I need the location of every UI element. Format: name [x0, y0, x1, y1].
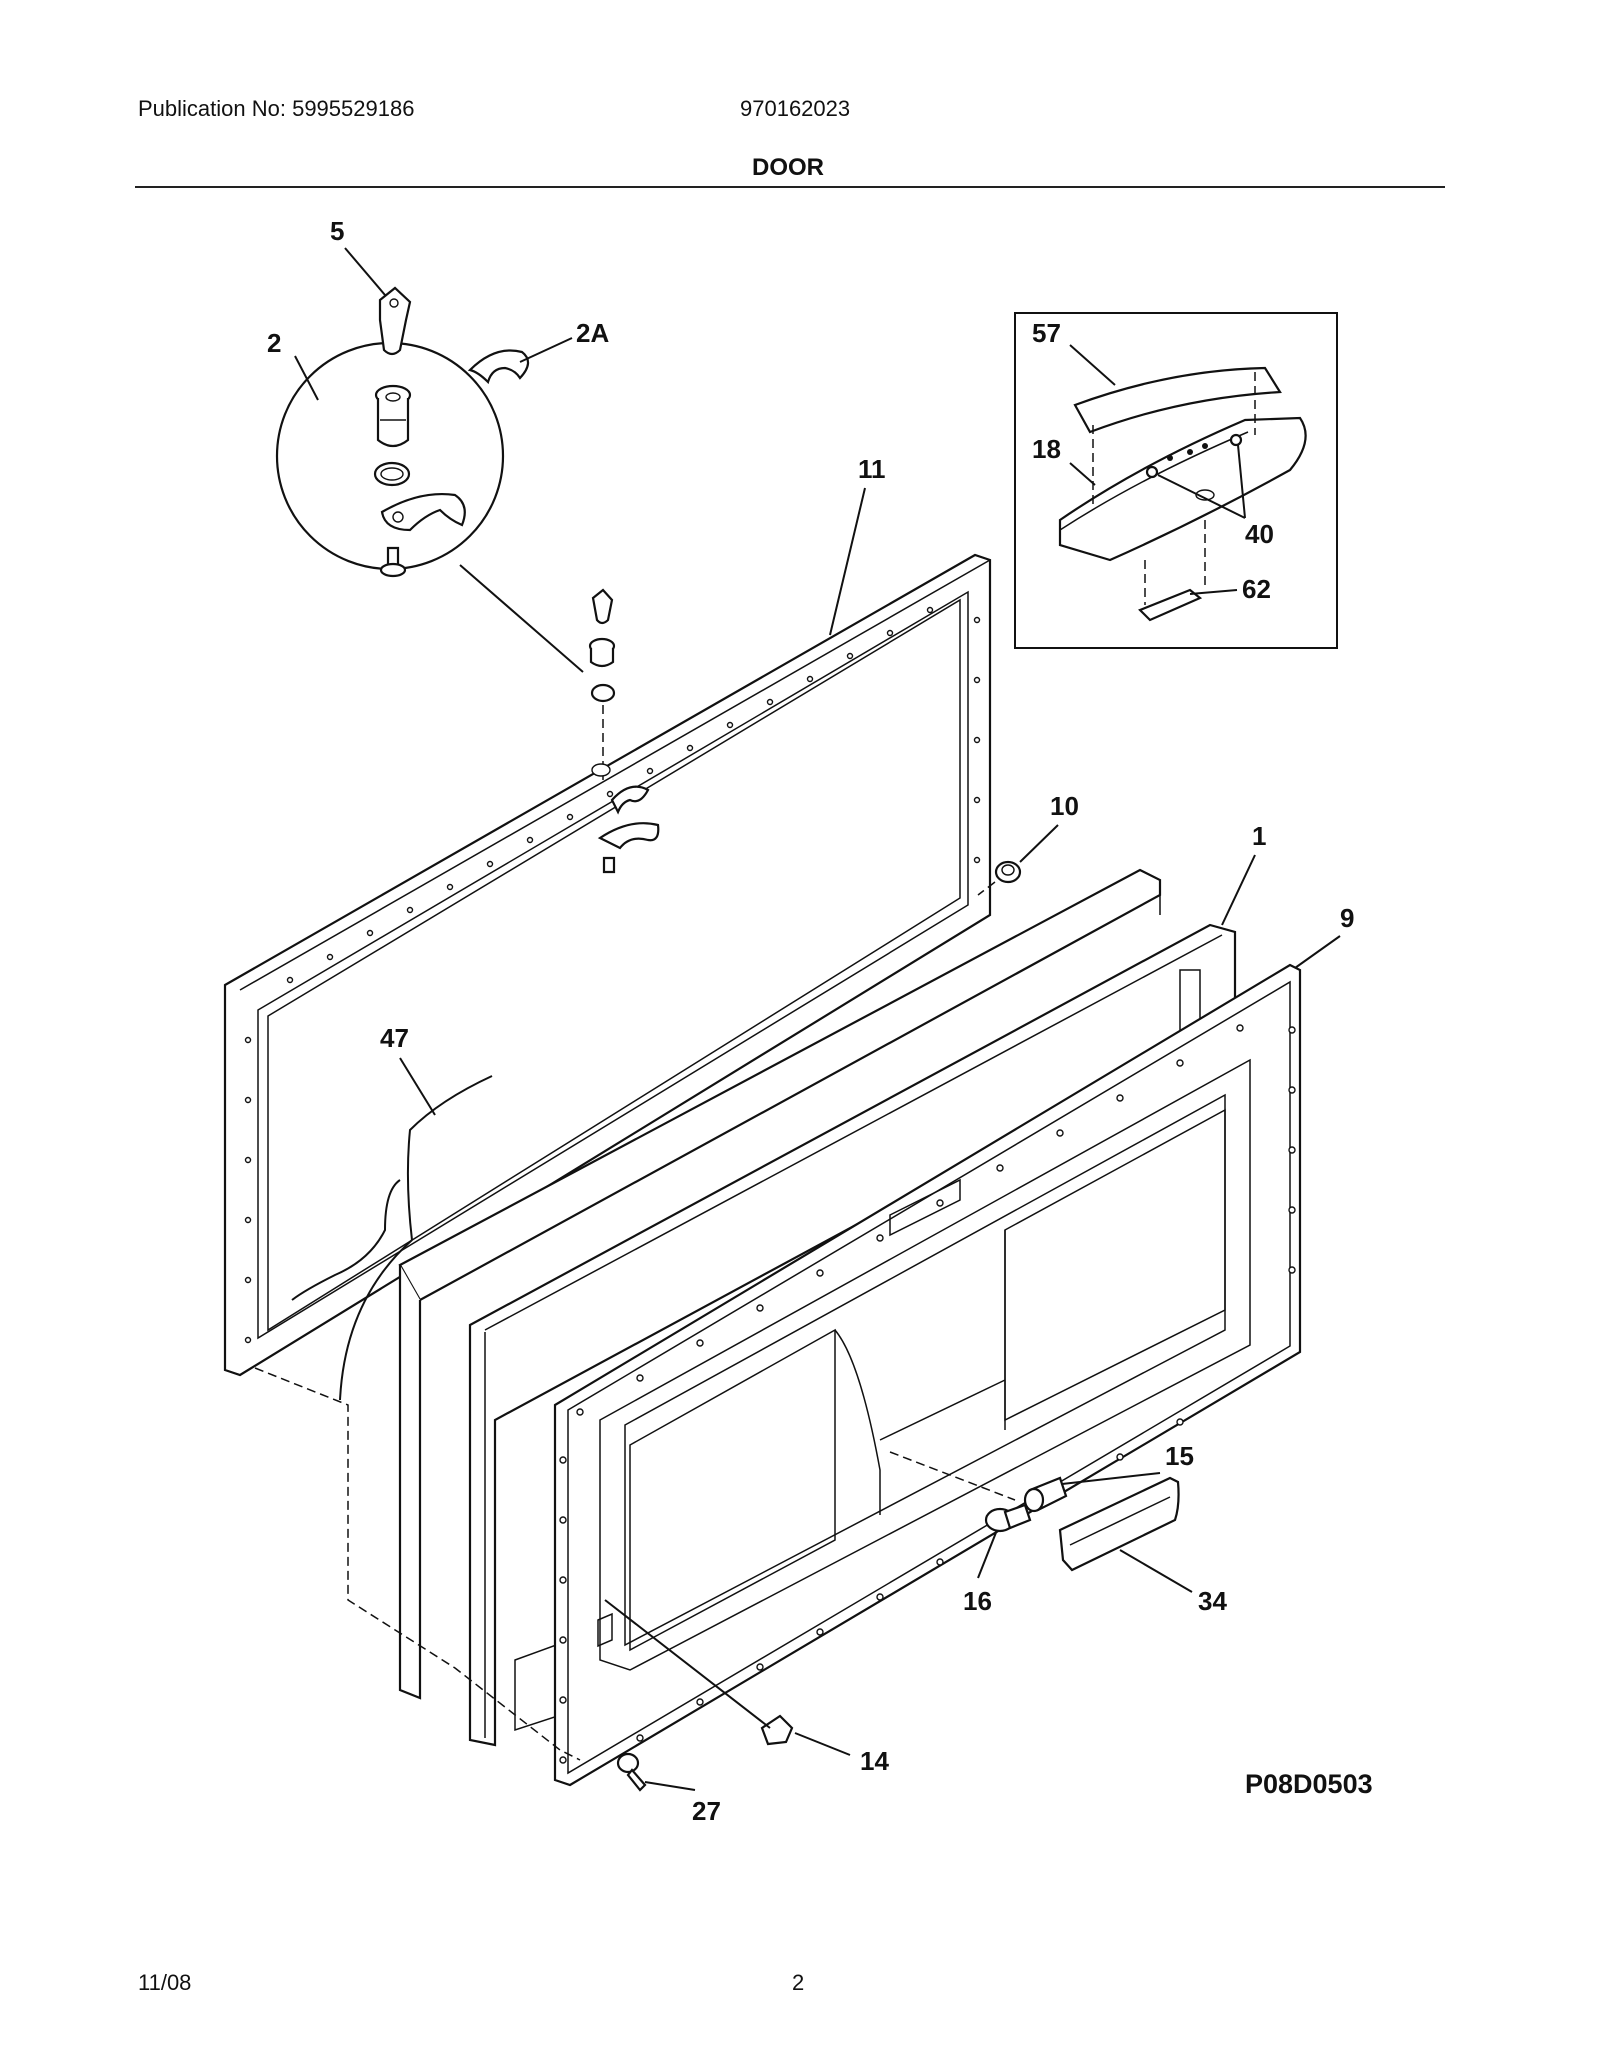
leader-1: [1221, 854, 1256, 926]
callout-14: 14: [860, 1746, 889, 1776]
leader-14: [794, 1732, 851, 1756]
leader-16: [977, 1529, 998, 1579]
leader-10: [1019, 824, 1059, 863]
assembly-line-left: [254, 1367, 581, 1761]
leader-5: [344, 247, 386, 296]
callout-11: 11: [858, 454, 886, 484]
outer-door-panel-part: [223, 553, 992, 1377]
callout-27: 27: [692, 1796, 721, 1826]
light-switch-part: [760, 1714, 794, 1746]
leader-47: [399, 1057, 436, 1116]
leader-switch: [604, 1599, 771, 1729]
leader-18: [1069, 462, 1096, 486]
callout-47: 47: [380, 1023, 409, 1053]
callout-2a: 2A: [576, 318, 609, 348]
leader-40b: [1237, 444, 1246, 519]
light-socket-part: [1023, 1476, 1068, 1513]
lock-detail-circle: [275, 341, 505, 571]
figure-code: P08D0503: [1245, 1769, 1373, 1799]
leader-15: [1061, 1472, 1161, 1485]
liner-screw-part: [616, 1752, 647, 1792]
leader-34: [1119, 1549, 1193, 1593]
callout-2: 2: [267, 328, 281, 358]
handle-inset-box: [1014, 312, 1338, 649]
callout-18: 18: [1032, 434, 1061, 464]
leader-40a: [1157, 474, 1246, 519]
insulation-panel-part: [398, 868, 1162, 1700]
footer-date: 11/08: [138, 1970, 192, 1995]
cam-part: [380, 493, 466, 532]
callout-5: 5: [330, 216, 344, 246]
handle-part: [1058, 416, 1307, 562]
header-divider: [135, 186, 1445, 188]
page-number: 2: [792, 1970, 805, 1995]
lock-detail-group: [275, 341, 505, 578]
handle-cover-part: [1073, 366, 1282, 434]
leader-57: [1069, 344, 1116, 386]
callout-40: 40: [1245, 519, 1274, 549]
leader-62: [1189, 589, 1238, 595]
wire-harness-part: [291, 1075, 493, 1401]
lock-cylinder-part: [374, 384, 412, 448]
page-title: DOOR: [752, 154, 824, 181]
callout-16: 16: [963, 1586, 992, 1616]
inner-door-liner-part: [553, 963, 1302, 1787]
lock-detail-leader: [459, 564, 584, 673]
bumper-part: [994, 860, 1022, 884]
key-part: [378, 286, 412, 356]
leader-9: [1294, 935, 1341, 969]
callout-1: 1: [1252, 821, 1266, 851]
leader-11: [829, 487, 866, 636]
leader-2: [294, 355, 319, 401]
leader-2a: [519, 337, 573, 363]
callout-34: 34: [1198, 1586, 1227, 1616]
model-number: 970162023: [740, 96, 851, 121]
callout-10: 10: [1050, 791, 1079, 821]
handle-screw-part: [1145, 433, 1243, 479]
callout-9: 9: [1340, 903, 1354, 933]
retainer-clip-part: [467, 349, 530, 385]
callout-62: 62: [1242, 574, 1271, 604]
light-shield-part: [1058, 1476, 1180, 1572]
panel-holes: [244, 606, 981, 1344]
leader-27: [644, 1781, 696, 1791]
handle-bracket-part: [1138, 588, 1203, 622]
callout-15: 15: [1165, 1441, 1194, 1471]
publication-number: Publication No: 5995529186: [138, 96, 415, 121]
light-bulb-part: [984, 1503, 1032, 1533]
callout-57: 57: [1032, 318, 1061, 348]
door-lock-stack: [588, 588, 660, 874]
